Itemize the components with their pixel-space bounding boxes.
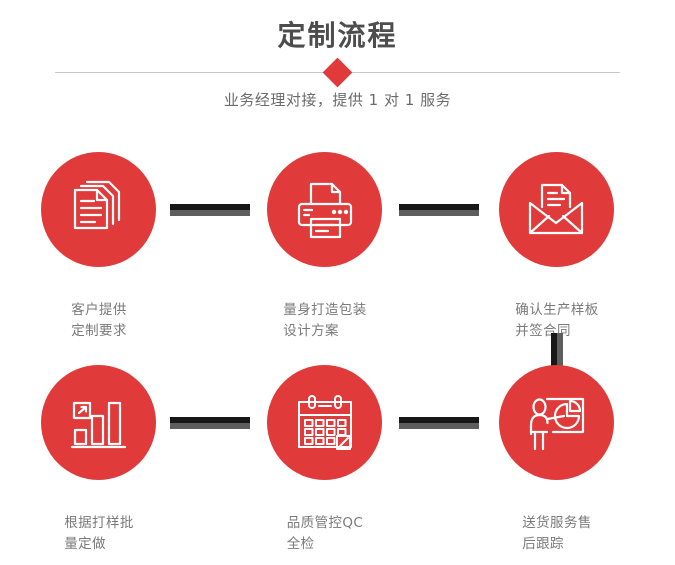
step-5-label: 品质管控QC 全检 bbox=[235, 513, 415, 555]
page-title: 定制流程 bbox=[277, 19, 398, 52]
step-6-label-line1: 送货服务售 bbox=[522, 515, 592, 531]
title-divider bbox=[0, 57, 675, 88]
step-6-circle[interactable] bbox=[499, 365, 614, 480]
step-1-circle[interactable] bbox=[41, 152, 156, 267]
process-step-4[interactable]: 根据打样批 量定做 bbox=[9, 365, 189, 565]
page-subtitle: 业务经理对接，提供 1 对 1 服务 bbox=[223, 91, 452, 109]
step-4-label: 根据打样批 量定做 bbox=[9, 513, 189, 555]
step-4-circle[interactable] bbox=[41, 365, 156, 480]
step-6-label-line2: 后跟踪 bbox=[522, 536, 564, 552]
step-1-label: 客户提供 定制要求 bbox=[9, 300, 189, 342]
connector-step3-step6 bbox=[551, 333, 563, 370]
connector-gray-bar bbox=[399, 423, 479, 429]
step-2-circle[interactable] bbox=[267, 152, 382, 267]
process-step-3[interactable]: 确认生产样板 并签合同 bbox=[467, 152, 647, 352]
step-2-label-line1: 量身打造包装 bbox=[283, 302, 367, 318]
header: 定制流程 业务经理对接，提供 1 对 1 服务 bbox=[0, 0, 675, 130]
step-3-circle[interactable] bbox=[499, 152, 614, 267]
step-4-label-line2: 量定做 bbox=[64, 536, 106, 552]
diamond-marker-icon bbox=[322, 57, 353, 88]
process-step-1[interactable]: 客户提供 定制要求 bbox=[9, 152, 189, 352]
process-step-2[interactable]: 量身打造包装 设计方案 bbox=[235, 152, 415, 352]
process-steps: 客户提供 定制要求 bbox=[0, 130, 675, 552]
connector-step4-step5 bbox=[170, 417, 250, 429]
step-4-label-line1: 根据打样批 bbox=[64, 515, 134, 531]
step-5-circle[interactable] bbox=[267, 365, 382, 480]
connector-step1-step2 bbox=[170, 204, 250, 216]
step-2-label: 量身打造包装 设计方案 bbox=[235, 300, 415, 342]
connector-step2-step3 bbox=[399, 204, 479, 216]
connector-gray-bar bbox=[170, 210, 250, 216]
connector-gray-bar bbox=[557, 333, 563, 370]
connector-dark-bar bbox=[551, 333, 557, 370]
step-1-label-line1: 客户提供 bbox=[71, 302, 127, 318]
step-2-label-line2: 设计方案 bbox=[283, 323, 339, 339]
step-5-label-line1: 品质管控QC bbox=[286, 515, 364, 531]
step-3-label-line1: 确认生产样板 bbox=[515, 302, 599, 318]
step-5-label-line2: 全检 bbox=[286, 536, 315, 552]
connector-gray-bar bbox=[399, 210, 479, 216]
process-step-5[interactable]: 品质管控QC 全检 bbox=[235, 365, 415, 565]
connector-gray-bar bbox=[170, 423, 250, 429]
step-6-label: 送货服务售 后跟踪 bbox=[467, 513, 647, 555]
connector-dark-bar bbox=[170, 417, 250, 423]
connector-step5-step6 bbox=[399, 417, 479, 429]
connector-dark-bar bbox=[399, 417, 479, 423]
connector-dark-bar bbox=[399, 204, 479, 210]
process-step-6[interactable]: 送货服务售 后跟踪 bbox=[467, 365, 647, 565]
connector-dark-bar bbox=[170, 204, 250, 210]
step-1-label-line2: 定制要求 bbox=[71, 323, 127, 339]
